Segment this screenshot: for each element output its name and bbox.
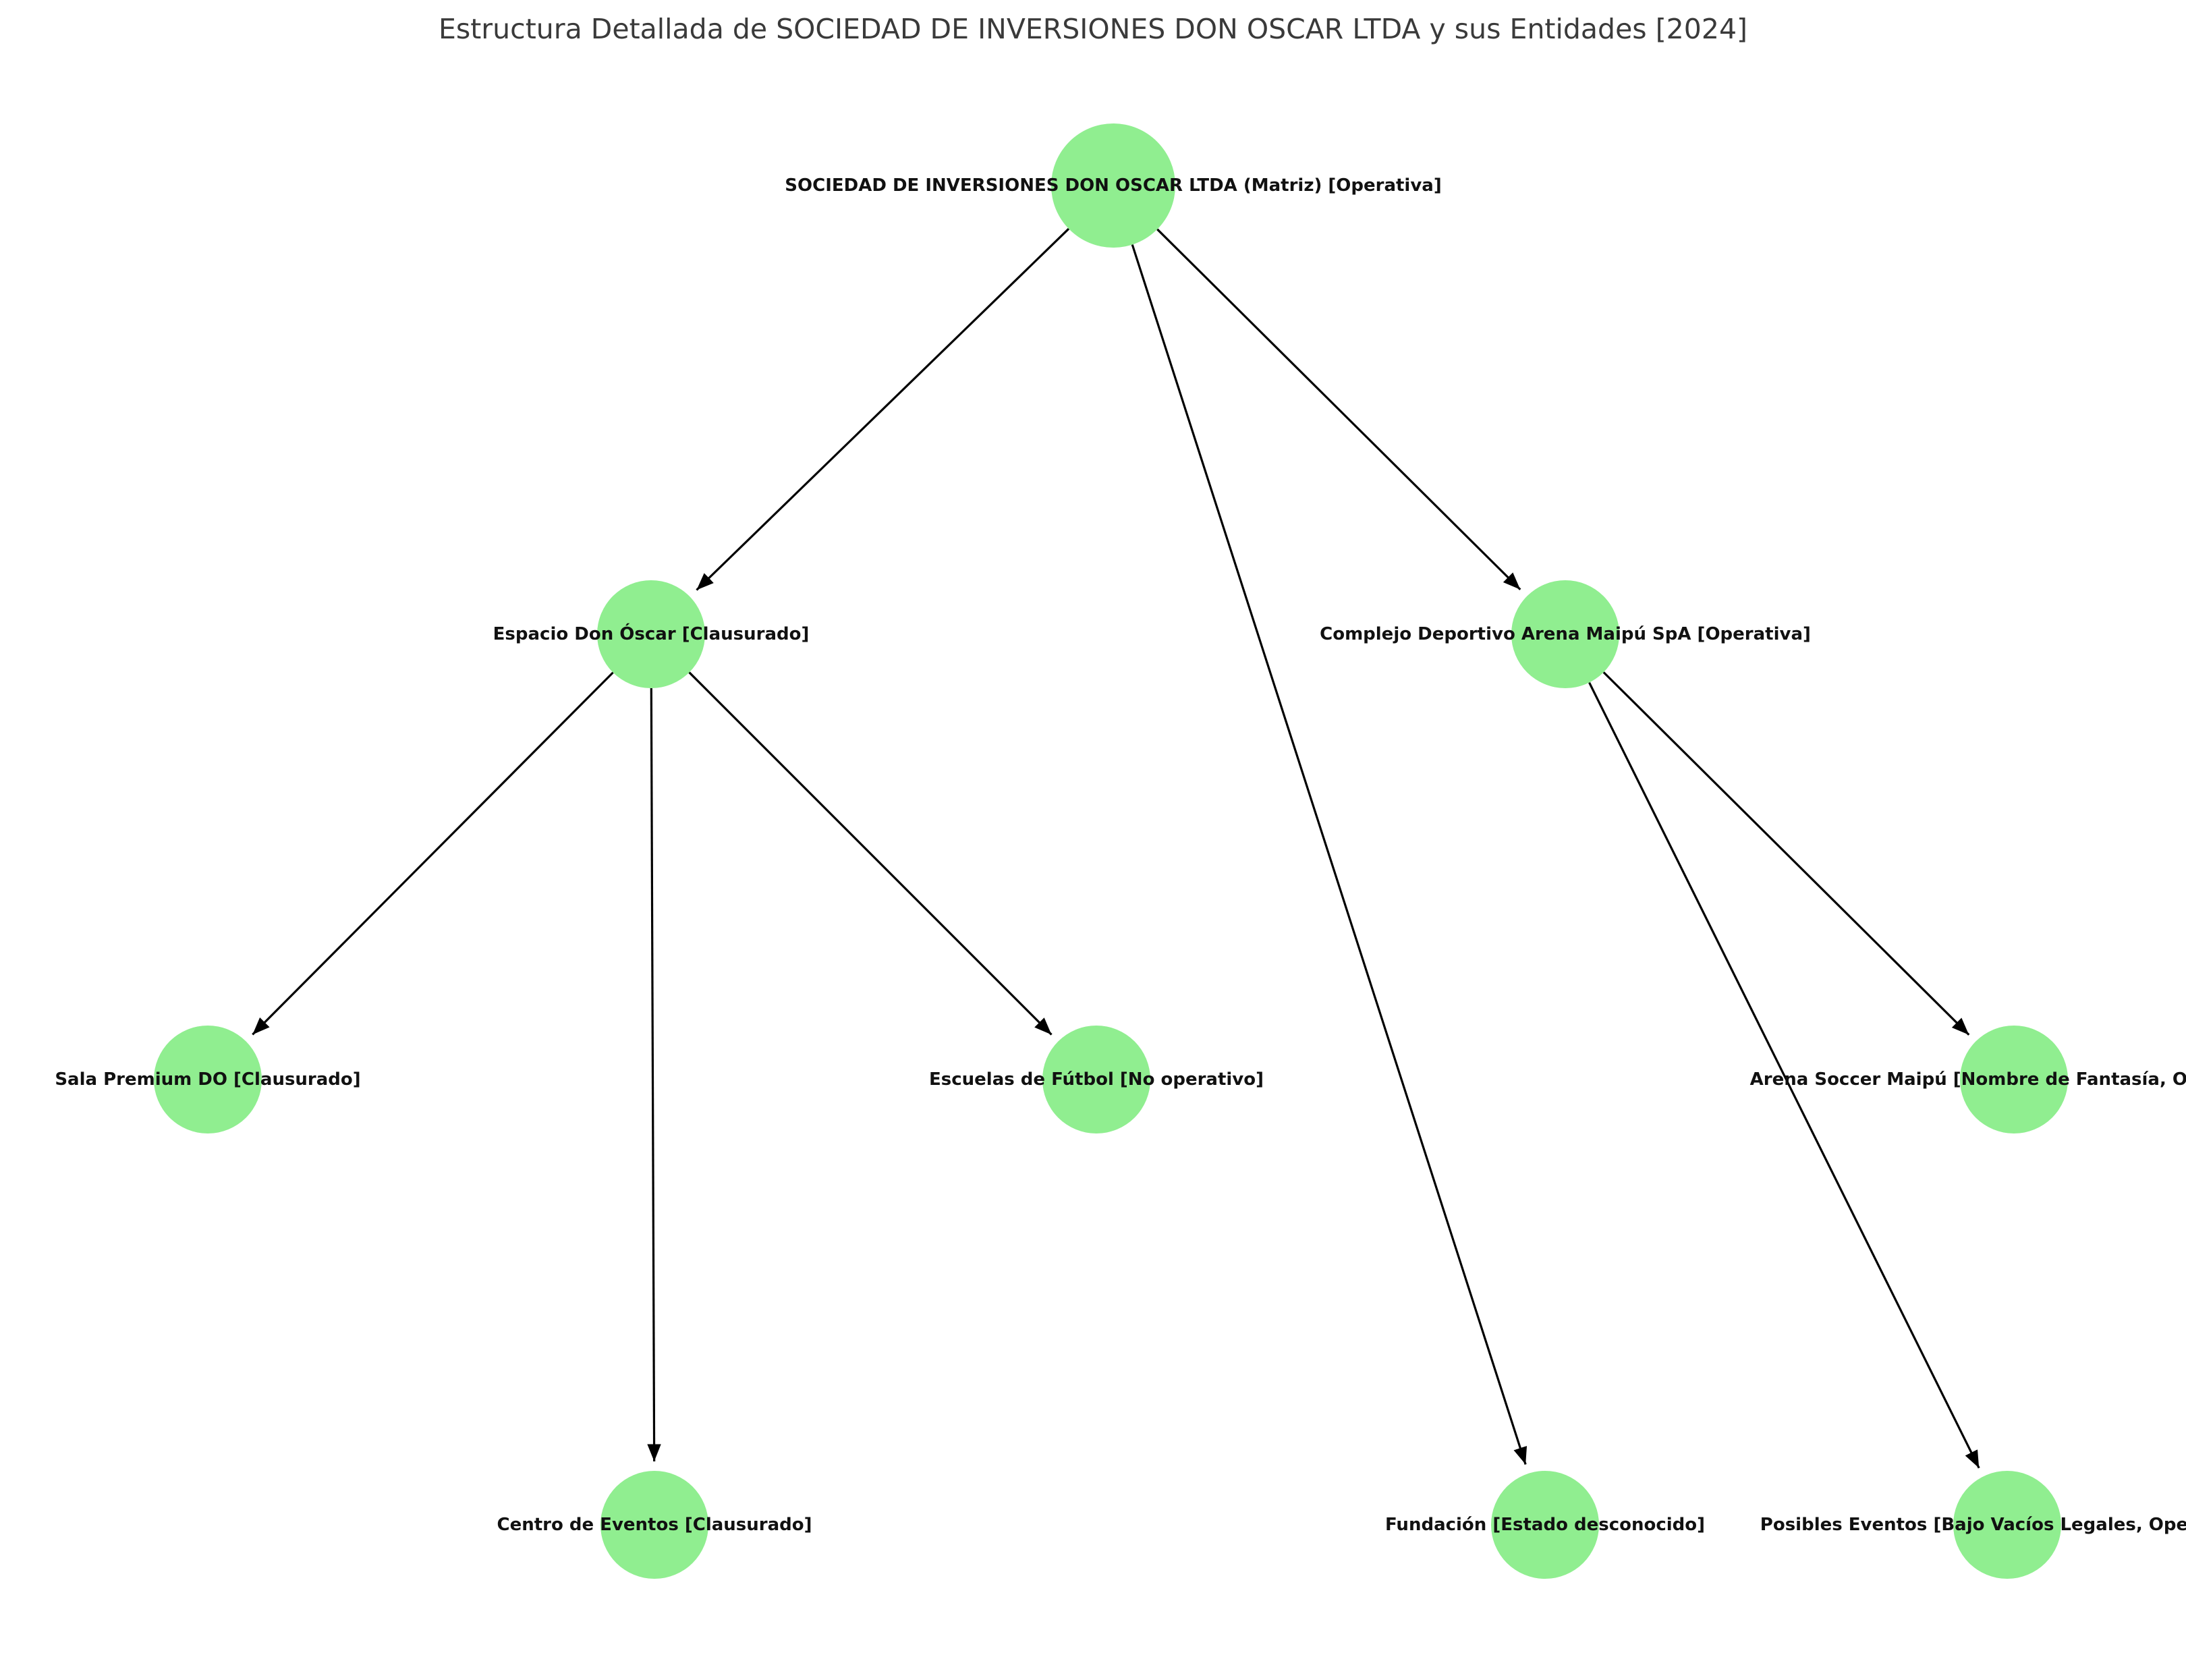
graph-edge xyxy=(252,671,614,1036)
graph-edge xyxy=(1131,244,1528,1465)
graph-node-complejo[interactable] xyxy=(1511,580,1619,688)
edges-group xyxy=(252,227,1980,1469)
graph-node-posibles-eventos[interactable] xyxy=(1953,1471,2061,1579)
graph-node-escuelas[interactable] xyxy=(1042,1026,1150,1133)
page-title: Estructura Detallada de SOCIEDAD DE INVE… xyxy=(438,13,1748,45)
graph-edge xyxy=(1588,681,1980,1469)
graph-node-espacio[interactable] xyxy=(597,580,705,688)
graph-node-sala[interactable] xyxy=(154,1026,262,1133)
graph-node-centro-eventos[interactable] xyxy=(600,1471,708,1579)
graph-node-fundacion[interactable] xyxy=(1491,1471,1599,1579)
graph-edge xyxy=(1156,228,1521,590)
graph-edge xyxy=(647,688,661,1462)
graph-edge xyxy=(1602,671,1970,1036)
graph-node-matriz[interactable] xyxy=(1051,123,1175,248)
graph-edge xyxy=(696,227,1070,591)
graph-node-arena-soccer[interactable] xyxy=(1960,1026,2068,1133)
graph-edge xyxy=(688,671,1053,1036)
